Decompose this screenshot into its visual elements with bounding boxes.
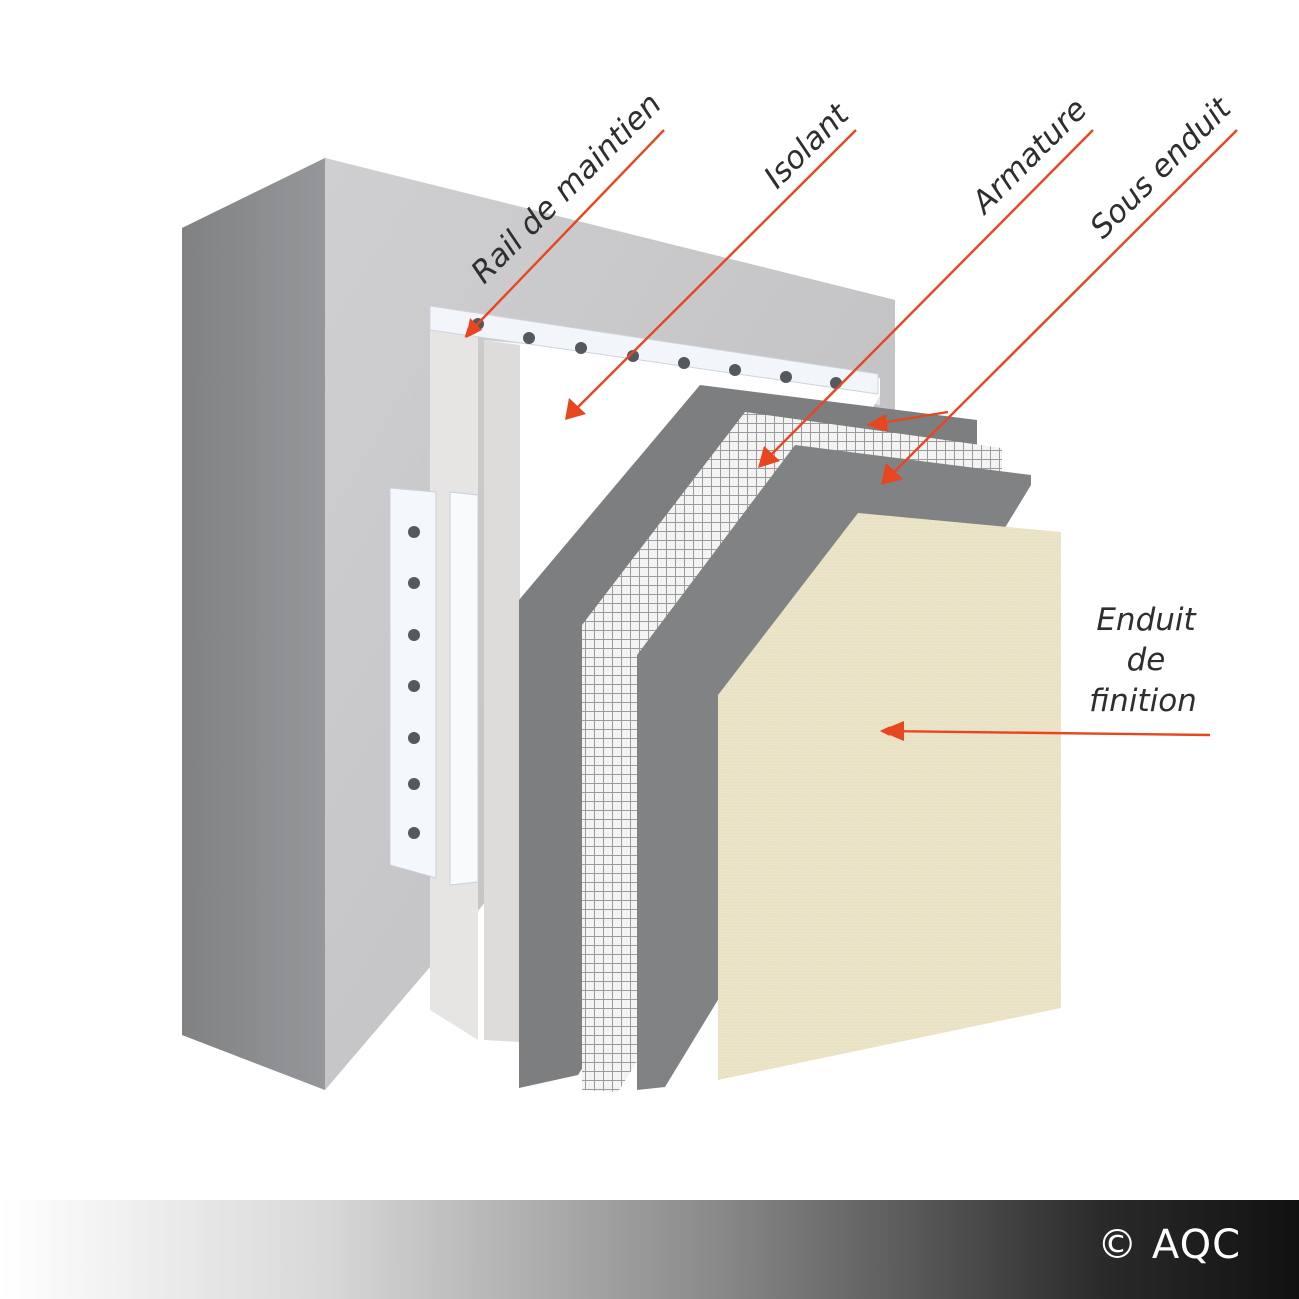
- arrow-rail: [464, 129, 665, 338]
- copyright-text: © AQC: [1097, 1222, 1241, 1268]
- arrow-sous-enduit: [881, 129, 1238, 485]
- finish-coat-layer: [718, 513, 1061, 1080]
- label-sous-enduit: Sous enduit: [1083, 89, 1239, 245]
- arrow-armature: [758, 129, 1094, 468]
- footer-bar: © AQC: [0, 1200, 1299, 1299]
- rail-backing-plate: [430, 306, 880, 1040]
- arrows: [464, 129, 1238, 741]
- arrow-isolant: [565, 129, 857, 420]
- label-armature: Armature: [964, 91, 1095, 222]
- layer-diagram: Rail de maintien Isolant Armature Sous e…: [182, 86, 1239, 1092]
- wall-side-face: [182, 158, 325, 1090]
- label-enduit-line2: de: [1127, 642, 1166, 678]
- label-enduit-line1: Enduit: [1096, 602, 1197, 638]
- label-enduit-line3: finition: [1089, 683, 1197, 719]
- side-rail: [389, 487, 479, 886]
- arrow-enduit: [880, 726, 1211, 737]
- label-isolant: Isolant: [757, 96, 857, 196]
